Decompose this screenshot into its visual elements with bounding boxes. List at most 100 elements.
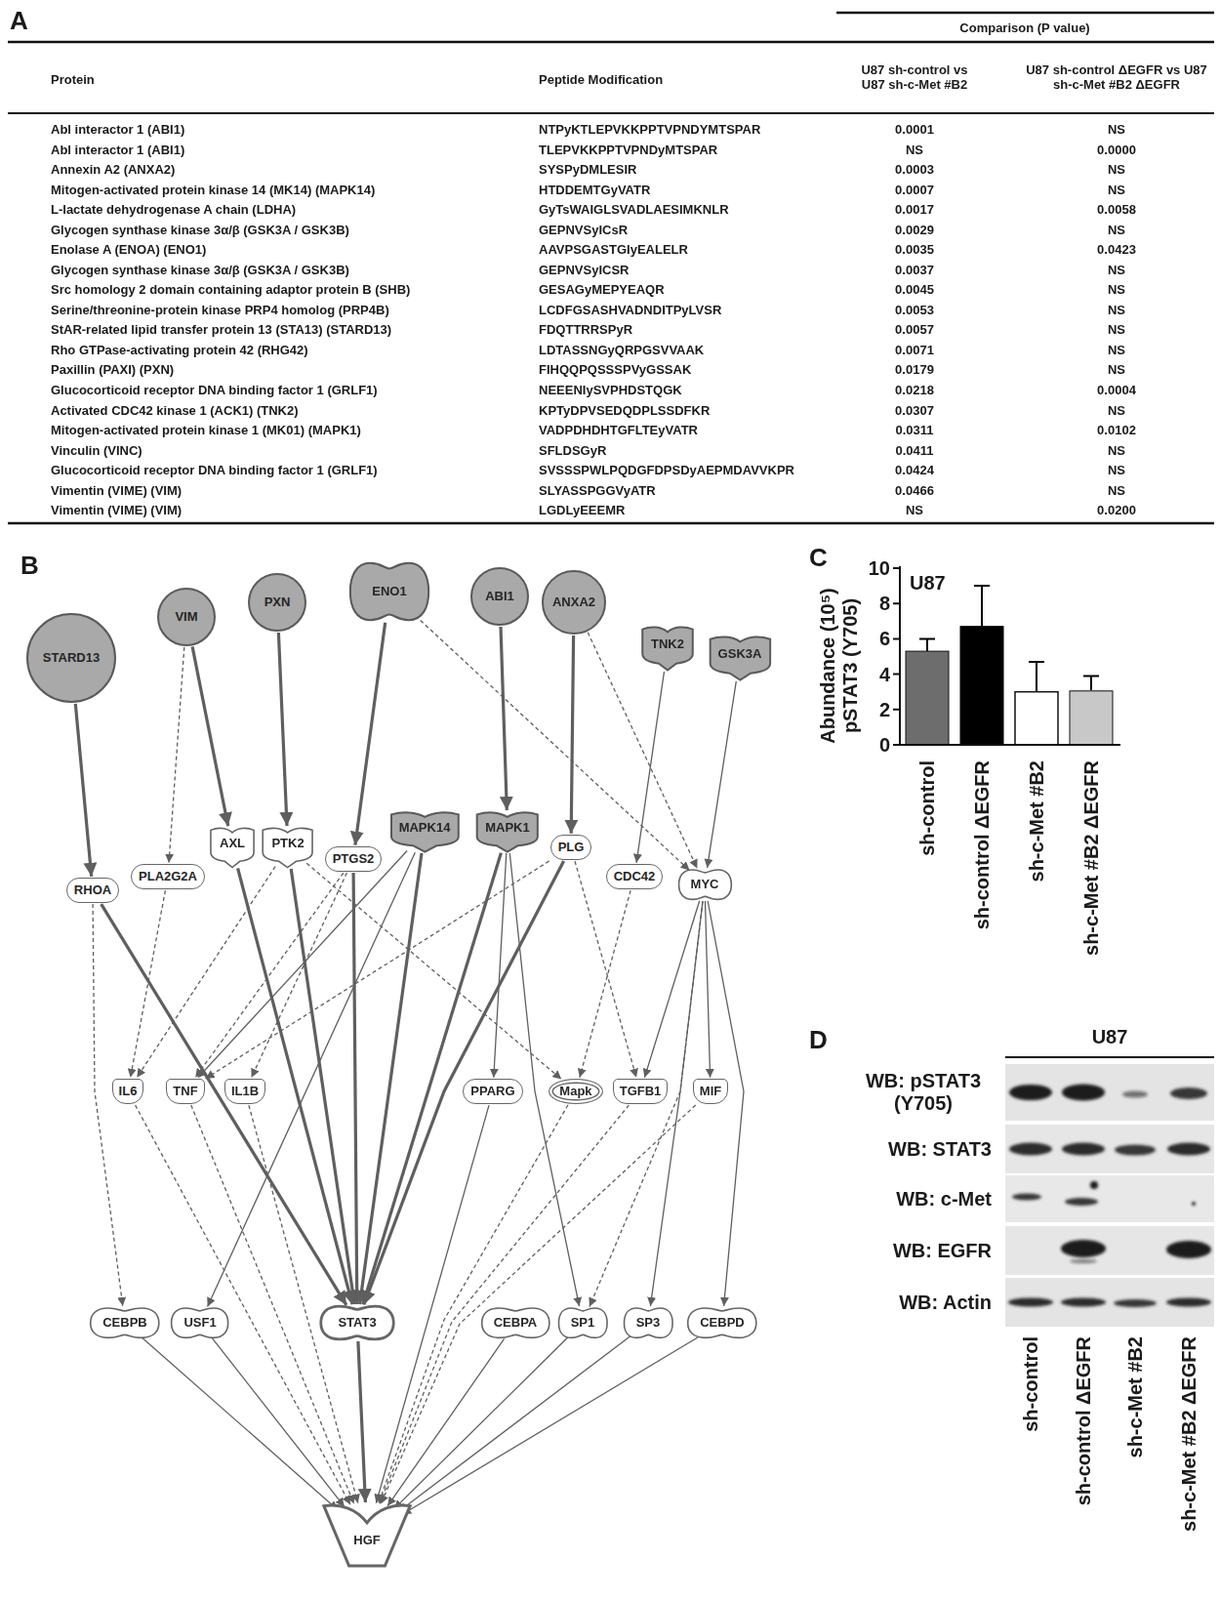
node-text: PPARG	[470, 1084, 515, 1098]
connector	[644, 900, 699, 1078]
molecule-node: CEBPD	[687, 1306, 758, 1339]
table-rule	[7, 522, 1215, 526]
node-label: ENO1	[371, 584, 407, 599]
figure-part	[1167, 1142, 1211, 1156]
tick-label: 2	[879, 697, 891, 721]
table-cell: VADPDHDHTGFLTEyVATR	[538, 423, 698, 439]
figure-part	[7, 12, 1215, 524]
table-cell: Mitogen-activated protein kinase 1 (MK01…	[50, 423, 362, 439]
node-label: PXN	[264, 595, 291, 610]
node-label: ANXA2	[552, 595, 596, 610]
connector	[192, 646, 229, 826]
table-cell: LGDLyEEEMR	[538, 503, 625, 519]
figure-part	[1061, 1084, 1105, 1101]
connector	[587, 632, 697, 869]
node-label: RHOA	[74, 883, 112, 897]
node-label: PLA2G2A	[138, 869, 198, 884]
node-text: ABI1	[485, 589, 515, 604]
table-cell: Glucocorticoid receptor DNA binding fact…	[50, 383, 378, 399]
node-label: CEBPB	[102, 1315, 148, 1330]
molecule-node: TNF	[165, 1078, 204, 1104]
molecule-node: PTK2	[260, 826, 315, 868]
node-label: HGF	[353, 1533, 380, 1547]
node-label: AXL	[219, 836, 245, 851]
node-text: CEBPB	[102, 1315, 148, 1330]
table-cell: 0.0411	[894, 443, 934, 458]
figure-part	[1015, 691, 1058, 745]
table-cell: GEPNVSyICsR	[538, 222, 628, 238]
node-label: TGFB1	[619, 1084, 662, 1098]
chart-label: U87	[909, 571, 946, 595]
node-shape	[642, 626, 693, 670]
table-cell: NS	[1107, 222, 1126, 238]
node-text: TNF	[172, 1084, 198, 1098]
table-cell: Src homology 2 domain containing adaptor…	[50, 283, 410, 298]
table-cell: NS	[1107, 122, 1126, 138]
figure-part	[1060, 1239, 1106, 1258]
blot-row-label: WB: pSTAT3 (Y705)	[854, 1069, 992, 1115]
figure-part	[1069, 1259, 1098, 1263]
node-shape	[688, 1307, 757, 1338]
category-label: sh-c-Met #B2	[1025, 760, 1049, 882]
node-shape	[678, 869, 732, 899]
table-cell: NS	[905, 503, 924, 519]
node-text: TNK2	[650, 637, 685, 651]
node-text: AXL	[219, 836, 245, 851]
molecule-node: PTGS2	[325, 846, 383, 872]
molecule-node: CEBPA	[481, 1306, 551, 1339]
node-text: IL6	[119, 1084, 138, 1098]
table-cell: 0.0000	[1097, 142, 1137, 158]
connector	[493, 853, 507, 1078]
connector	[248, 1104, 359, 1504]
molecule-node: GSK3A	[707, 635, 773, 681]
western-blot	[1005, 1057, 1215, 1327]
figure-part	[1083, 675, 1099, 691]
tick-label: 8	[879, 592, 891, 615]
table-cell: Vimentin (VIME) (VIM)	[50, 483, 182, 498]
node-shape	[263, 827, 314, 867]
connector	[394, 1336, 570, 1508]
panel-letter: B	[20, 551, 40, 581]
connector	[191, 1104, 355, 1504]
figure-part	[1009, 1142, 1053, 1156]
table-cell: AAVPSGASTGIyEALELR	[538, 243, 689, 258]
table-cell: 0.0037	[894, 262, 935, 278]
connector	[707, 681, 737, 868]
table-cell: 0.0423	[1097, 243, 1137, 258]
panel-letter: C	[809, 543, 828, 573]
node-text: STARD13	[42, 650, 100, 665]
node-label: CEBPD	[699, 1315, 745, 1330]
molecule-node: SP1	[558, 1306, 609, 1339]
table-cell: Mitogen-activated protein kinase 14 (MK1…	[50, 182, 375, 198]
connector	[101, 903, 347, 1305]
table-cell: 0.0058	[1097, 203, 1137, 218]
figure-part	[1028, 661, 1045, 692]
connector	[195, 872, 344, 1078]
table-cell: Vinculin (VINC)	[50, 443, 143, 458]
node-label: PPARG	[470, 1084, 515, 1098]
figure-part	[1090, 1180, 1098, 1189]
table-cell: SVSSSPWLPQDGFDPSDyAEPMDAVVKPR	[538, 463, 795, 479]
table-cell: 0.0307	[894, 403, 935, 418]
figure-part	[1008, 1298, 1054, 1307]
table-cell: LDTASSNGyQRPGSVVAAK	[538, 342, 704, 358]
node-text: SP3	[636, 1315, 661, 1330]
table-cell: TLEPVKKPPTVPNDyMTSPAR	[538, 142, 718, 158]
figure-part	[1005, 1277, 1215, 1327]
figure-part	[899, 566, 1121, 745]
category-label: sh-control	[916, 760, 939, 856]
node-label: SP3	[636, 1315, 661, 1330]
figure-part	[1009, 1084, 1053, 1100]
axis-title: Abundance (10⁵) pSTAT3 (Y705)	[816, 575, 862, 757]
table-cell: 0.0017	[894, 203, 935, 218]
node-label: CEBPA	[493, 1315, 538, 1330]
node-shape	[90, 1307, 160, 1338]
column-group-header: Comparison (P value)	[959, 21, 1090, 37]
connector	[375, 1104, 489, 1504]
node-text: IL1B	[231, 1084, 259, 1098]
table-rule	[836, 11, 1215, 15]
node-text: MAPK14	[399, 820, 451, 835]
table-cell: FDQTTRRSPyR	[538, 323, 633, 338]
table-cell: Vimentin (VIME) (VIM)	[50, 503, 182, 519]
lane-label: sh-control ΔEGFR	[1072, 1336, 1096, 1505]
